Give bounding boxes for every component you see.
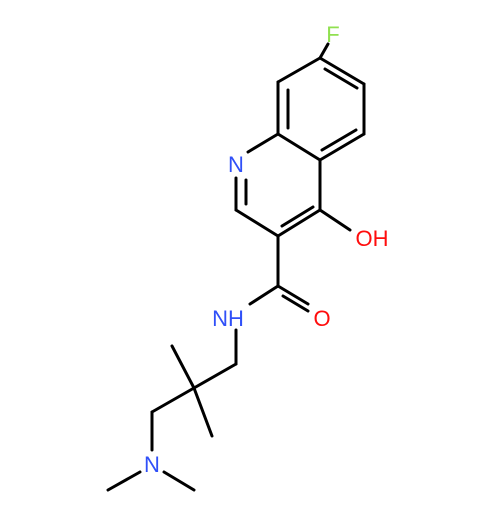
atom-label-layer: F N OH NH O N: [144, 22, 388, 477]
bond-c4-o: [318, 208, 352, 232]
bond-camide-o-double: [281, 294, 310, 313]
bond-camide-n: [248, 284, 280, 306]
bond-camide-o: [276, 284, 310, 306]
bond-c7-c8: [276, 56, 322, 84]
fluorine-label: F: [326, 22, 339, 47]
bond-namine-methyl2: [162, 470, 196, 492]
amide-nh-label: NH: [212, 306, 244, 331]
amine-nitrogen-label: N: [144, 452, 160, 477]
bond-c7-f: [318, 42, 330, 60]
bond-c7-c6: [318, 56, 366, 86]
hydroxyl-label: OH: [356, 226, 389, 251]
bond-c7-c6-inner: [323, 67, 359, 90]
bond-c5-c4a-inner: [320, 128, 358, 152]
bond-layer: [106, 42, 366, 492]
bond-c2-c3: [234, 208, 280, 238]
bond-c8a-n1: [246, 132, 280, 154]
bond-cq-methyl1: [170, 344, 196, 390]
carbonyl-oxygen-label: O: [313, 306, 330, 331]
bond-cq-methyl2: [192, 386, 214, 438]
bond-namine-methyl1: [106, 470, 142, 492]
ring-nitrogen-label: N: [228, 152, 244, 177]
bond-c5-c4a: [318, 132, 366, 162]
bond-c3-c4-inner: [280, 205, 315, 228]
bond-c3-c4: [276, 208, 322, 238]
bond-cq-ch2: [150, 386, 196, 414]
bond-c4a-c8a: [276, 132, 322, 162]
bond-ch2-cq: [192, 362, 238, 390]
